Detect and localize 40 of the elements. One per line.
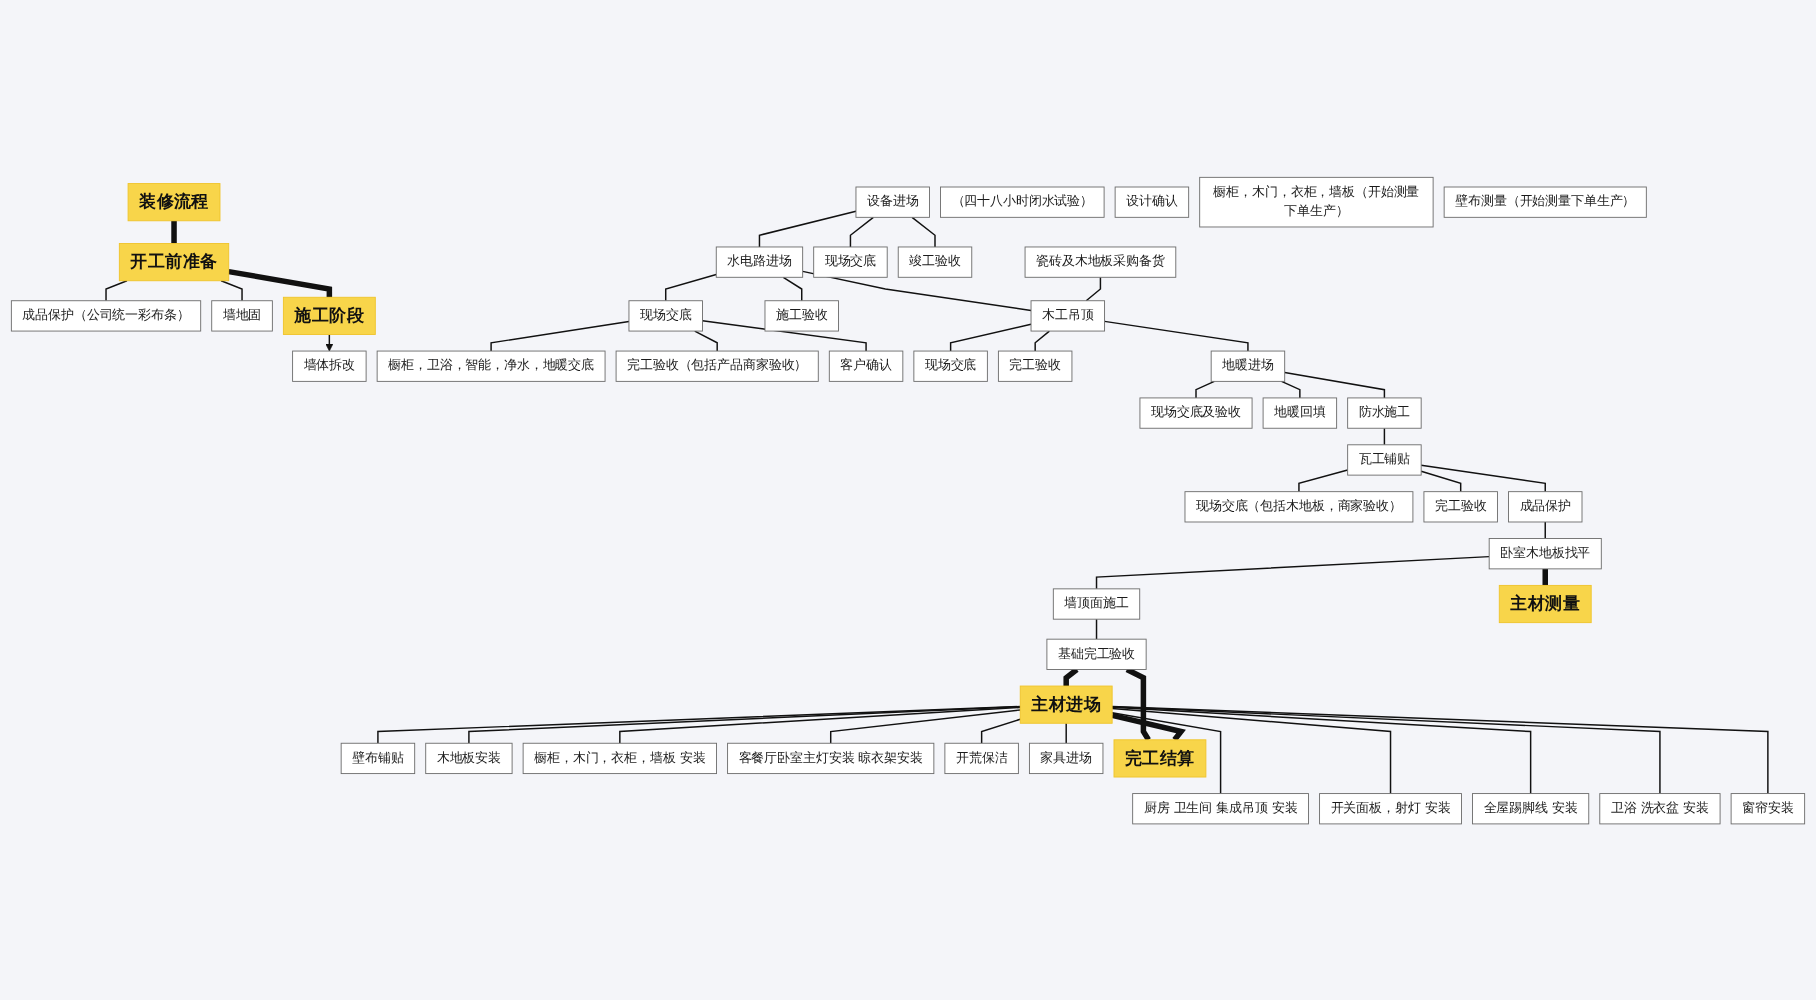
connector <box>758 209 857 248</box>
connector <box>1034 329 1051 352</box>
connector <box>694 329 718 352</box>
connector <box>490 320 630 352</box>
connector <box>980 717 1021 744</box>
connector <box>701 319 867 352</box>
connector <box>1280 380 1301 399</box>
node-box: 开工前准备 <box>118 242 230 281</box>
connector <box>911 215 936 248</box>
arrow <box>325 333 334 351</box>
connector <box>665 273 717 301</box>
node-box: 施工阶段 <box>282 296 376 335</box>
connector <box>829 708 1021 744</box>
connector <box>782 275 803 301</box>
connector <box>1283 371 1386 399</box>
connector <box>1095 617 1098 640</box>
node-box: 主材进场 <box>1019 684 1113 724</box>
connector <box>1095 555 1490 589</box>
connector <box>1420 469 1462 492</box>
connector <box>171 220 177 243</box>
connector <box>849 215 875 248</box>
node-box: 完工结算 <box>1113 738 1207 777</box>
connector <box>228 268 333 297</box>
connector <box>949 322 1032 352</box>
node-box: 装修流程 <box>127 182 221 221</box>
connector <box>1125 666 1151 741</box>
connector <box>1111 712 1186 741</box>
connector <box>1420 463 1546 492</box>
connector <box>1103 320 1249 352</box>
connector <box>1085 275 1102 301</box>
connector <box>1298 468 1349 492</box>
connector <box>619 706 1021 744</box>
node-box: 主材测量 <box>1498 584 1592 623</box>
connector <box>105 279 128 301</box>
connector <box>1195 380 1216 399</box>
connector <box>1065 721 1067 744</box>
connector <box>1063 666 1079 686</box>
connector <box>220 279 243 301</box>
connector <box>1542 568 1548 585</box>
connector <box>801 270 1032 311</box>
